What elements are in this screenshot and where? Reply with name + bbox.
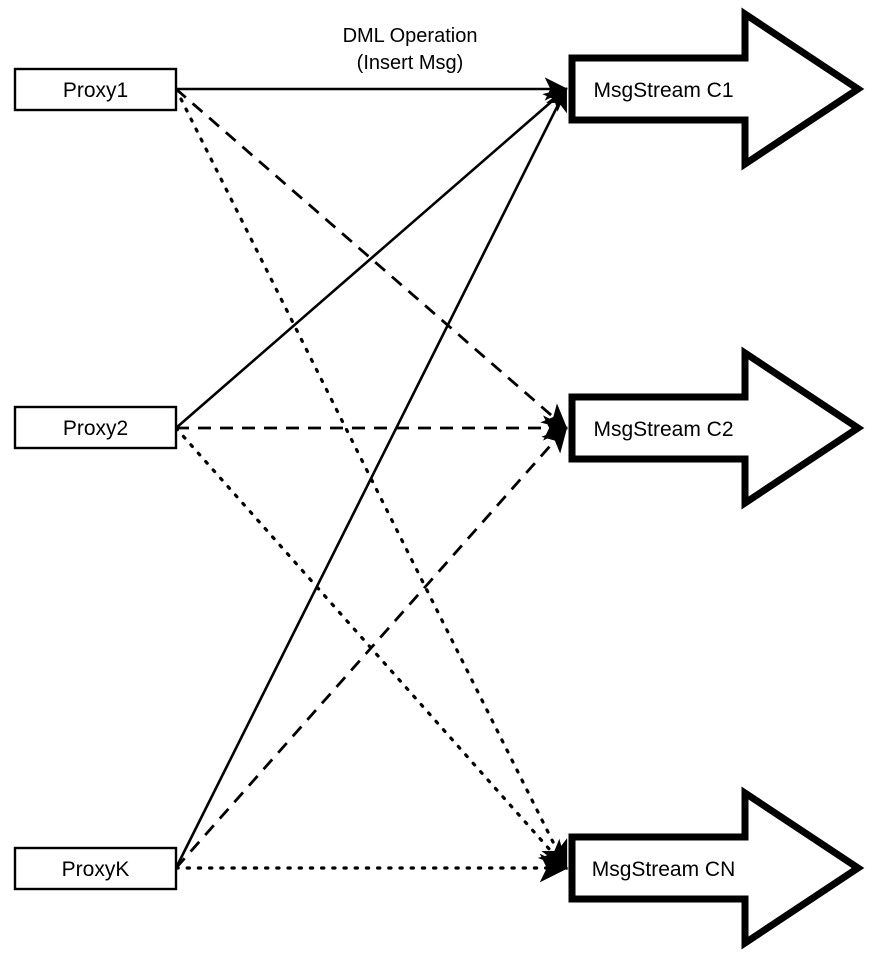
edge-proxy2-c1 bbox=[175, 87, 568, 429]
block-arrow-shape bbox=[568, 346, 865, 510]
edges-layer bbox=[174, 77, 569, 883]
msgstream-label: MsgStream CN bbox=[592, 858, 736, 881]
edge-proxyk-c2 bbox=[174, 426, 568, 869]
msgstream-node-c2[interactable]: MsgStream C2 bbox=[568, 346, 865, 510]
proxy-label: Proxy1 bbox=[63, 79, 128, 102]
edge-proxyk-c1 bbox=[174, 87, 568, 869]
proxy-box bbox=[13, 846, 178, 891]
edge-line-solid bbox=[175, 87, 568, 429]
proxy-node-proxy1[interactable]: Proxy1 bbox=[13, 67, 178, 112]
proxy-node-proxyk[interactable]: ProxyK bbox=[13, 846, 178, 891]
block-arrow-shape bbox=[568, 7, 865, 171]
stream-nodes-layer: MsgStream C1 MsgStream C2 MsgStream CN bbox=[568, 7, 865, 950]
edge-label-line-2: (Insert Msg) bbox=[357, 52, 464, 74]
msgstream-node-c1[interactable]: MsgStream C1 bbox=[568, 7, 865, 171]
msgstream-node-cn[interactable]: MsgStream CN bbox=[568, 786, 865, 950]
edge-line-dashed bbox=[175, 87, 568, 430]
proxy-box bbox=[13, 405, 178, 450]
edge-label-dml-operation: DML Operation (Insert Msg) bbox=[343, 25, 478, 74]
msgstream-label: MsgStream C1 bbox=[593, 79, 733, 102]
edge-proxy1-c2 bbox=[175, 87, 568, 430]
edge-line-solid bbox=[174, 87, 568, 869]
edge-line-dashed bbox=[174, 426, 568, 869]
proxy-box bbox=[13, 67, 178, 112]
msgstream-label: MsgStream C2 bbox=[593, 418, 733, 441]
edge-label-line-1: DML Operation bbox=[343, 25, 478, 47]
proxy-label: ProxyK bbox=[62, 858, 130, 881]
proxy-node-proxy2[interactable]: Proxy2 bbox=[13, 405, 178, 450]
proxy-label: Proxy2 bbox=[63, 417, 128, 440]
block-arrow-shape bbox=[568, 786, 865, 950]
